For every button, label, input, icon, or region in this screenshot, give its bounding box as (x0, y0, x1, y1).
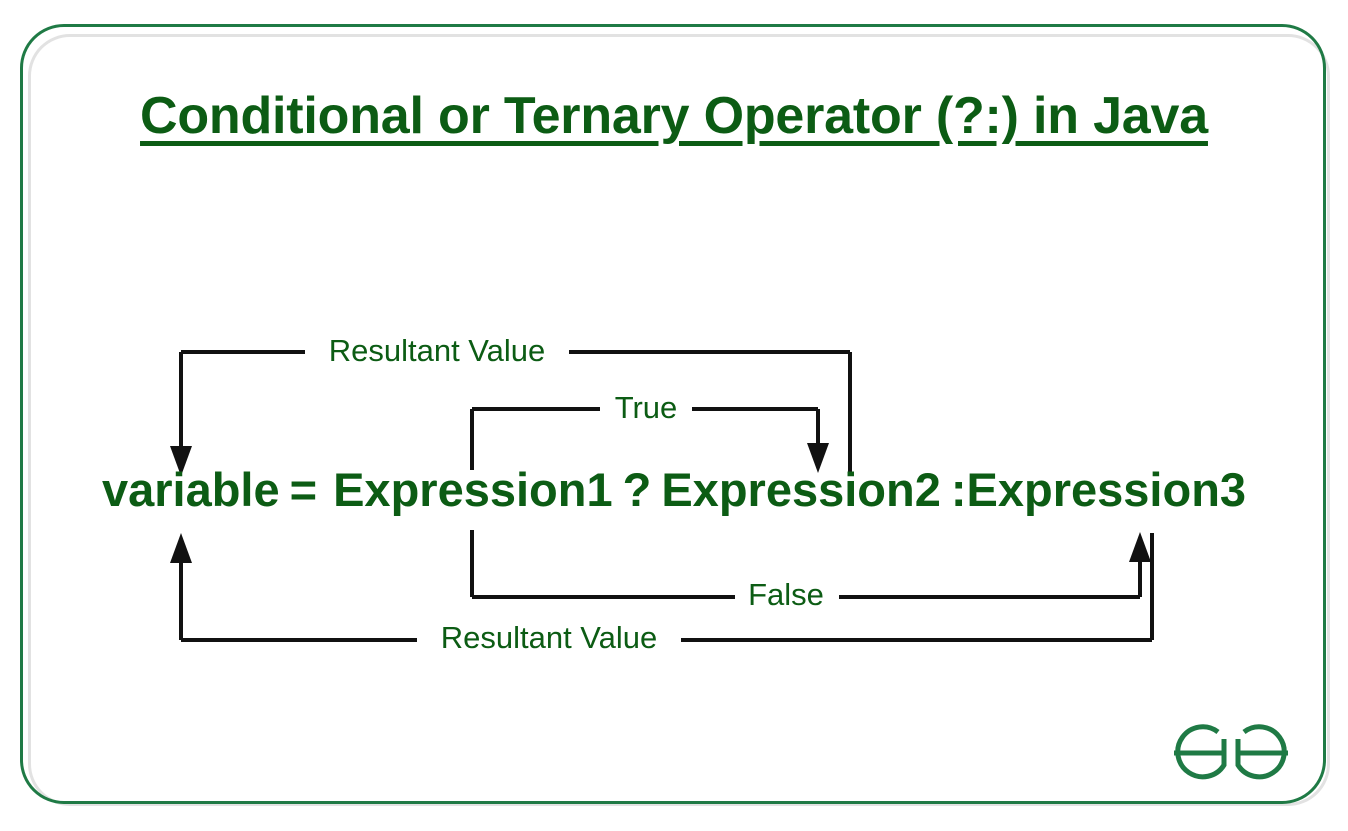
edge-false-arrowhead (1129, 532, 1151, 562)
expression-operand-3: Expression3 (966, 463, 1247, 516)
edge-true-label: True (615, 390, 678, 425)
edge-false-label-bg (735, 581, 839, 615)
edge-true-branch: True (470, 390, 829, 473)
edge-resultant-bottom-label-bg (417, 624, 681, 658)
edge-resultant-bottom-label: Resultant Value (441, 620, 658, 655)
edge-resultant-bottom: Resultant Value (170, 533, 1154, 658)
edge-resultant-top-arrowhead (170, 446, 192, 476)
edge-false-label: False (748, 577, 824, 612)
edge-false-branch: False (470, 530, 1151, 615)
page-title: Conditional or Ternary Operator (?:) in … (140, 87, 1208, 145)
expression-colon-operator: : (950, 463, 967, 516)
geeksforgeeks-logo (1166, 713, 1296, 791)
ternary-expression: variable= Expression1?Expression2:Express… (0, 462, 1348, 517)
edge-resultant-bottom-arrowhead (170, 533, 192, 563)
expression-question-operator: ? (622, 463, 652, 516)
edge-resultant-top: Resultant Value (170, 333, 852, 476)
expression-variable: variable (101, 463, 280, 516)
expression-operand-2: Expression2 (661, 463, 941, 516)
edge-resultant-top-label-bg (305, 336, 569, 370)
expression-operand-1: Expression1 (333, 463, 613, 516)
edge-true-label-bg (600, 393, 692, 427)
edge-true-arrowhead (807, 443, 829, 473)
expression-assign-operator: = (289, 463, 318, 516)
edge-resultant-top-label: Resultant Value (329, 333, 546, 368)
